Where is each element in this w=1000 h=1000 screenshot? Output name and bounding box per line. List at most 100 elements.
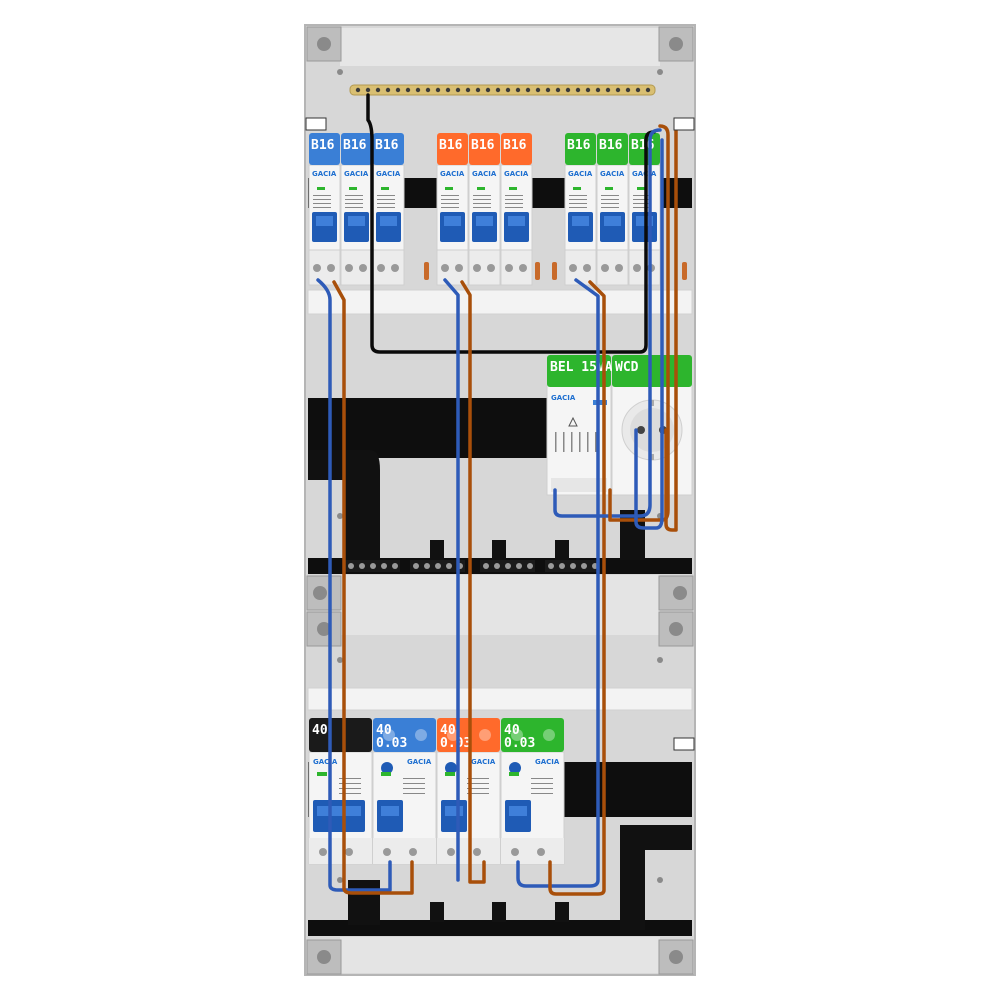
test-button[interactable] xyxy=(381,762,393,774)
earth-wire xyxy=(366,93,656,354)
breaker-rating-label: B16 xyxy=(311,138,335,153)
breaker-rating-label: B16 xyxy=(567,138,591,153)
rating-label: 40 xyxy=(312,723,328,738)
screw-icon xyxy=(455,264,463,272)
rating-label: 40 xyxy=(440,723,456,738)
breaker-rating-label: B16 xyxy=(471,138,495,153)
screw-icon xyxy=(473,848,481,856)
wiring xyxy=(316,93,678,896)
brand-label: GACIA xyxy=(568,170,593,178)
screw-icon xyxy=(473,264,481,272)
brand-label: GACIA xyxy=(551,394,576,402)
phase-wire xyxy=(460,280,486,884)
top-breaker-row: B16GACIAB16GACIAB16GACIAB16GACIAB16GACIA… xyxy=(308,133,687,286)
brand-label: GACIA xyxy=(344,170,369,178)
test-button[interactable] xyxy=(509,762,521,774)
brand-label: GACIA xyxy=(376,170,401,178)
screw-icon xyxy=(319,848,327,856)
din-socket-outlet[interactable]: WCD xyxy=(611,355,693,496)
screw-icon xyxy=(441,264,449,272)
neutral-wire xyxy=(634,138,664,530)
screw-icon xyxy=(446,563,452,569)
neutral-wire xyxy=(316,278,392,892)
sensitivity-label: 0.03 xyxy=(376,736,407,751)
screw-icon xyxy=(537,848,545,856)
screw-icon xyxy=(505,264,513,272)
screw-icon xyxy=(391,264,399,272)
screw-icon xyxy=(601,264,609,272)
brand-label: GACIA xyxy=(312,170,337,178)
brand-label: GACIA xyxy=(472,170,497,178)
screw-icon xyxy=(494,563,500,569)
breaker-rating-label: B16 xyxy=(599,138,623,153)
screw-icon xyxy=(511,848,519,856)
screw-icon xyxy=(345,264,353,272)
neutral-wire xyxy=(553,128,662,518)
mounting-corners xyxy=(306,26,694,975)
screw-icon xyxy=(569,264,577,272)
screw-icon xyxy=(409,848,417,856)
screw-icon xyxy=(519,264,527,272)
bar-carriers xyxy=(308,450,692,930)
neutral-wire xyxy=(443,278,460,882)
screw-icon xyxy=(370,563,376,569)
screw-icon xyxy=(392,563,398,569)
screw-icon xyxy=(359,563,365,569)
rating-label: 40 xyxy=(376,723,392,738)
brand-label: GACIA xyxy=(504,170,529,178)
screw-icon xyxy=(615,264,623,272)
sensitivity-label: 0.03 xyxy=(440,736,471,751)
screw-icon xyxy=(583,264,591,272)
screw-icon xyxy=(559,563,565,569)
screw-icon xyxy=(377,264,385,272)
phase-wire xyxy=(332,280,414,895)
neutral-terminal-bar xyxy=(345,560,600,572)
brand-label: GACIA xyxy=(535,758,560,766)
top-cover xyxy=(340,28,660,66)
comb-busbar-bottom xyxy=(307,687,693,711)
screw-icon xyxy=(345,848,353,856)
screw-icon xyxy=(570,563,576,569)
screw-icon xyxy=(435,563,441,569)
screw-icon xyxy=(313,37,687,964)
screw-icon xyxy=(381,563,387,569)
busbar-icon xyxy=(349,84,656,96)
brand-label: GACIA xyxy=(440,170,465,178)
screw-icon xyxy=(313,264,321,272)
test-button[interactable] xyxy=(445,762,457,774)
copper-links xyxy=(424,262,687,280)
screw-icon xyxy=(548,563,554,569)
bottom-cover xyxy=(340,937,660,973)
comb-busbar-top xyxy=(307,289,693,315)
breaker-rating-label: B16 xyxy=(503,138,527,153)
neutral-wire xyxy=(516,278,600,888)
screw-icon xyxy=(487,264,495,272)
screw-icon xyxy=(581,563,587,569)
socket-label: WCD xyxy=(615,360,639,375)
screw-icon xyxy=(348,563,354,569)
socket-outlet-icon xyxy=(621,399,683,461)
sensitivity-label: 0.03 xyxy=(504,736,535,751)
breaker-rating-label: B16 xyxy=(343,138,367,153)
breaker-rating-label: B16 xyxy=(439,138,463,153)
phase-wire xyxy=(664,128,678,532)
screw-icon xyxy=(527,563,533,569)
brand-label: GACIA xyxy=(600,170,625,178)
screw-icon xyxy=(447,848,455,856)
brand-label: GACIA xyxy=(407,758,432,766)
brand-label: GACIA xyxy=(313,758,338,766)
screw-icon xyxy=(359,264,367,272)
